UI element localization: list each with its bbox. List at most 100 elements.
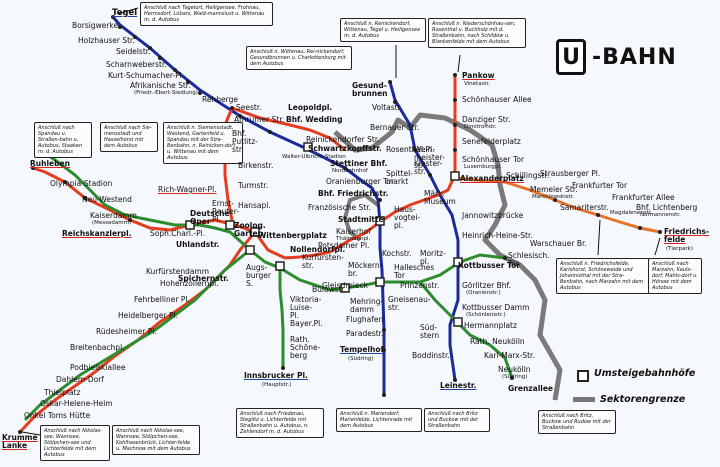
station-franzoesische: Französische Str. (308, 203, 371, 212)
station-kaiserdamm-sub: (Messedamm) (92, 220, 132, 226)
station-turmstr: Turmstr. (238, 181, 269, 190)
station-kottbusserdamm: Kottbusser Damm (462, 303, 530, 312)
station-pankow-sub: Vinetastr. (464, 81, 491, 87)
station-friedrichsfelde: Friedrichs-felde (664, 227, 709, 244)
station-seestr: Seestr. (236, 103, 262, 112)
note-rudow: Anschluß nach Britz, Buckow und Rudow mi… (538, 410, 616, 434)
legend-sector-label: Sektorengrenze (600, 394, 686, 405)
station-goerlitzer-sub: (Oranienstr.) (466, 290, 501, 296)
station-dots (18, 15, 662, 434)
station-scharnweber: Scharnweberstr. (106, 60, 167, 69)
station-podbielski: Podbielskiallee (70, 363, 126, 372)
station-stettiner: Stettiner Bhf. (330, 159, 388, 168)
note-wannsee: Anschluß nach Nikolas-see, Wannsee, Stöl… (40, 425, 110, 461)
station-putlitz: Bhf. Putlitz-str. (232, 129, 258, 154)
title-text: -BAHN (592, 44, 677, 70)
station-hausvogtei: Haus-vogtei-pl. (394, 205, 421, 230)
station-kottbusserdamm-sub: (Schönleinstr.) (466, 312, 506, 318)
line-b-innsbrucker (278, 268, 285, 368)
station-afrikanische: Afrikanische Str. (130, 81, 191, 90)
station-samariter: Samariterstr. (560, 203, 609, 212)
station-ruhleben: Ruhleben (30, 159, 70, 168)
note-britz: Anschluß nach Britz und Buckow mit der S… (424, 408, 490, 432)
station-hermannpl: Hermannplatz (464, 321, 517, 330)
station-heinrichheine: Heinrich-Heine-Str. (462, 231, 533, 240)
station-fehrbelliner: Fehrbelliner Pl. (134, 295, 190, 304)
station-gesundbrunnen: Gesund-brunnen (352, 81, 388, 98)
station-tempelhof: Tempelhof (340, 345, 384, 354)
station-prinzenstr: Prinzenstr. (400, 281, 440, 290)
station-schwartzkopff: Schwartzkopffstr. (308, 144, 382, 153)
station-reichskanzler: Reichskanzlerpl. (62, 229, 132, 238)
station-lichtenberg: Bhf. Lichtenberg (636, 203, 698, 212)
station-ernstreuter: Ernst-Reuter-Pl. (212, 199, 240, 224)
station-weinmeister: Wein-meister-str. (414, 145, 445, 170)
station-stadtmitte: Stadtmitte (338, 215, 384, 224)
station-hallesches: Hallesches Tor (394, 263, 435, 280)
station-senefelder: Senefelderplatz (462, 137, 521, 146)
line-d (388, 81, 460, 381)
station-ruedesheimer: Rüdesheimer Pl. (96, 327, 157, 336)
station-oskarhelene: Oskar-Helene-Heim (40, 399, 113, 408)
transfer-stations (185, 142, 463, 327)
station-oranienburger: Oranienburger Tor (326, 177, 395, 186)
legend-transfer-icon (577, 370, 589, 382)
station-boddinstr: Boddinstr. (412, 351, 450, 360)
note-spandau3: Anschluß n. Siemensstadt, Westend, Garte… (163, 122, 243, 164)
station-schlesisches: Schlesisch. Tor (508, 251, 550, 268)
station-kurfuerstendamm: Kurfürstendamm (146, 267, 210, 276)
note-pointers (21, 7, 661, 436)
station-leopoldpl: Leopoldpl. (288, 103, 333, 112)
u-logo: U (556, 39, 586, 75)
legend-sector-icon (573, 397, 595, 402)
station-seidelstr: Seidelstr. (116, 47, 151, 56)
station-deutscheoper: Deutsche Oper (190, 209, 230, 226)
sector-border-west (342, 192, 380, 242)
note-marzahn: Anschluß nach Marzahn, Kauls-dorf, Mahls… (648, 258, 702, 294)
station-goerlitzer: Görlitzer Bhf. (462, 281, 511, 290)
station-mehringdamm: Mehring-damm (350, 297, 384, 314)
station-rathausneukoelln: Rath. Neukölln (470, 337, 525, 346)
station-spittelmarkt: Spittel-markt (386, 169, 413, 186)
station-kaiserdamm: Kaiserdamm (90, 211, 137, 220)
station-voltastr: Voltastr. (372, 103, 403, 112)
station-leinestr: Leinestr. (440, 381, 477, 390)
station-alexander: Alexanderplatz (460, 174, 524, 183)
station-schoenhauser: Schönhauser Allee (462, 95, 532, 104)
station-flughafen: Flughafen (346, 315, 384, 324)
station-spichernstr: Spichernstr. (178, 274, 229, 283)
note-reinickendorf: Anschluß n. Reinickendorf, Wittenau, Teg… (340, 18, 426, 42)
legend-transfer-label: Umsteigebahnhöfe (594, 368, 696, 379)
station-borsigwerke: Borsigwerke (72, 21, 119, 30)
station-reinickendorfer: Reinickendorfer Str. (306, 135, 380, 144)
station-paradestr: Paradestr. (346, 329, 384, 338)
station-markmuseum: Märk. Museum (424, 189, 456, 206)
station-schoenhausertor: Schönhauser Tor (462, 155, 525, 164)
station-warschauer: Warschauer Br. (530, 239, 587, 248)
station-stettiner-sub: Nordbahnhof (332, 168, 368, 174)
station-tegel: Tegel (112, 8, 138, 18)
line-b (39, 148, 506, 292)
station-kochstr: Kochstr. (382, 249, 412, 258)
station-neuwestend: Neu-Westend (82, 195, 132, 204)
station-schoenhausertor-sub: Luxemburgpl. (464, 164, 502, 170)
station-holzhauser: Holzhauser Str. (78, 36, 135, 45)
station-rehberge: Rehberge (202, 95, 238, 104)
line-e (454, 176, 661, 234)
note-wittenau: Anschluß n. Wittenau, Rei-nickendorf, Ge… (246, 46, 352, 70)
line-b-branch (23, 248, 251, 422)
station-viktoria: Viktoria-Luise-Pl. (290, 295, 322, 320)
station-bayerpl: Bayer.Pl. (290, 319, 323, 328)
station-grenzallee: Grenzallee (508, 384, 554, 393)
station-innsbrucker: Innsbrucker Pl. (244, 371, 308, 380)
note-tegel: Anschluß nach Tegelort, Heiligensee, Fro… (140, 2, 273, 26)
note-spandau1: Anschluß nach Spandau u. Straßen-bahn u.… (34, 122, 92, 158)
station-amrumer: Amrumer Str. (234, 115, 285, 124)
station-neukoelln: Neukölln (498, 365, 531, 374)
station-rathschoeneberg: Rath. Schöne-berg (290, 335, 321, 360)
station-kurfuerstenstr: Kurfürsten-str. (302, 253, 344, 270)
station-memeler: Memeler Str. (530, 185, 578, 194)
station-onkeltoms: Onkel Toms Hütte (24, 411, 91, 420)
station-danziger: Danziger Str. (462, 115, 511, 124)
